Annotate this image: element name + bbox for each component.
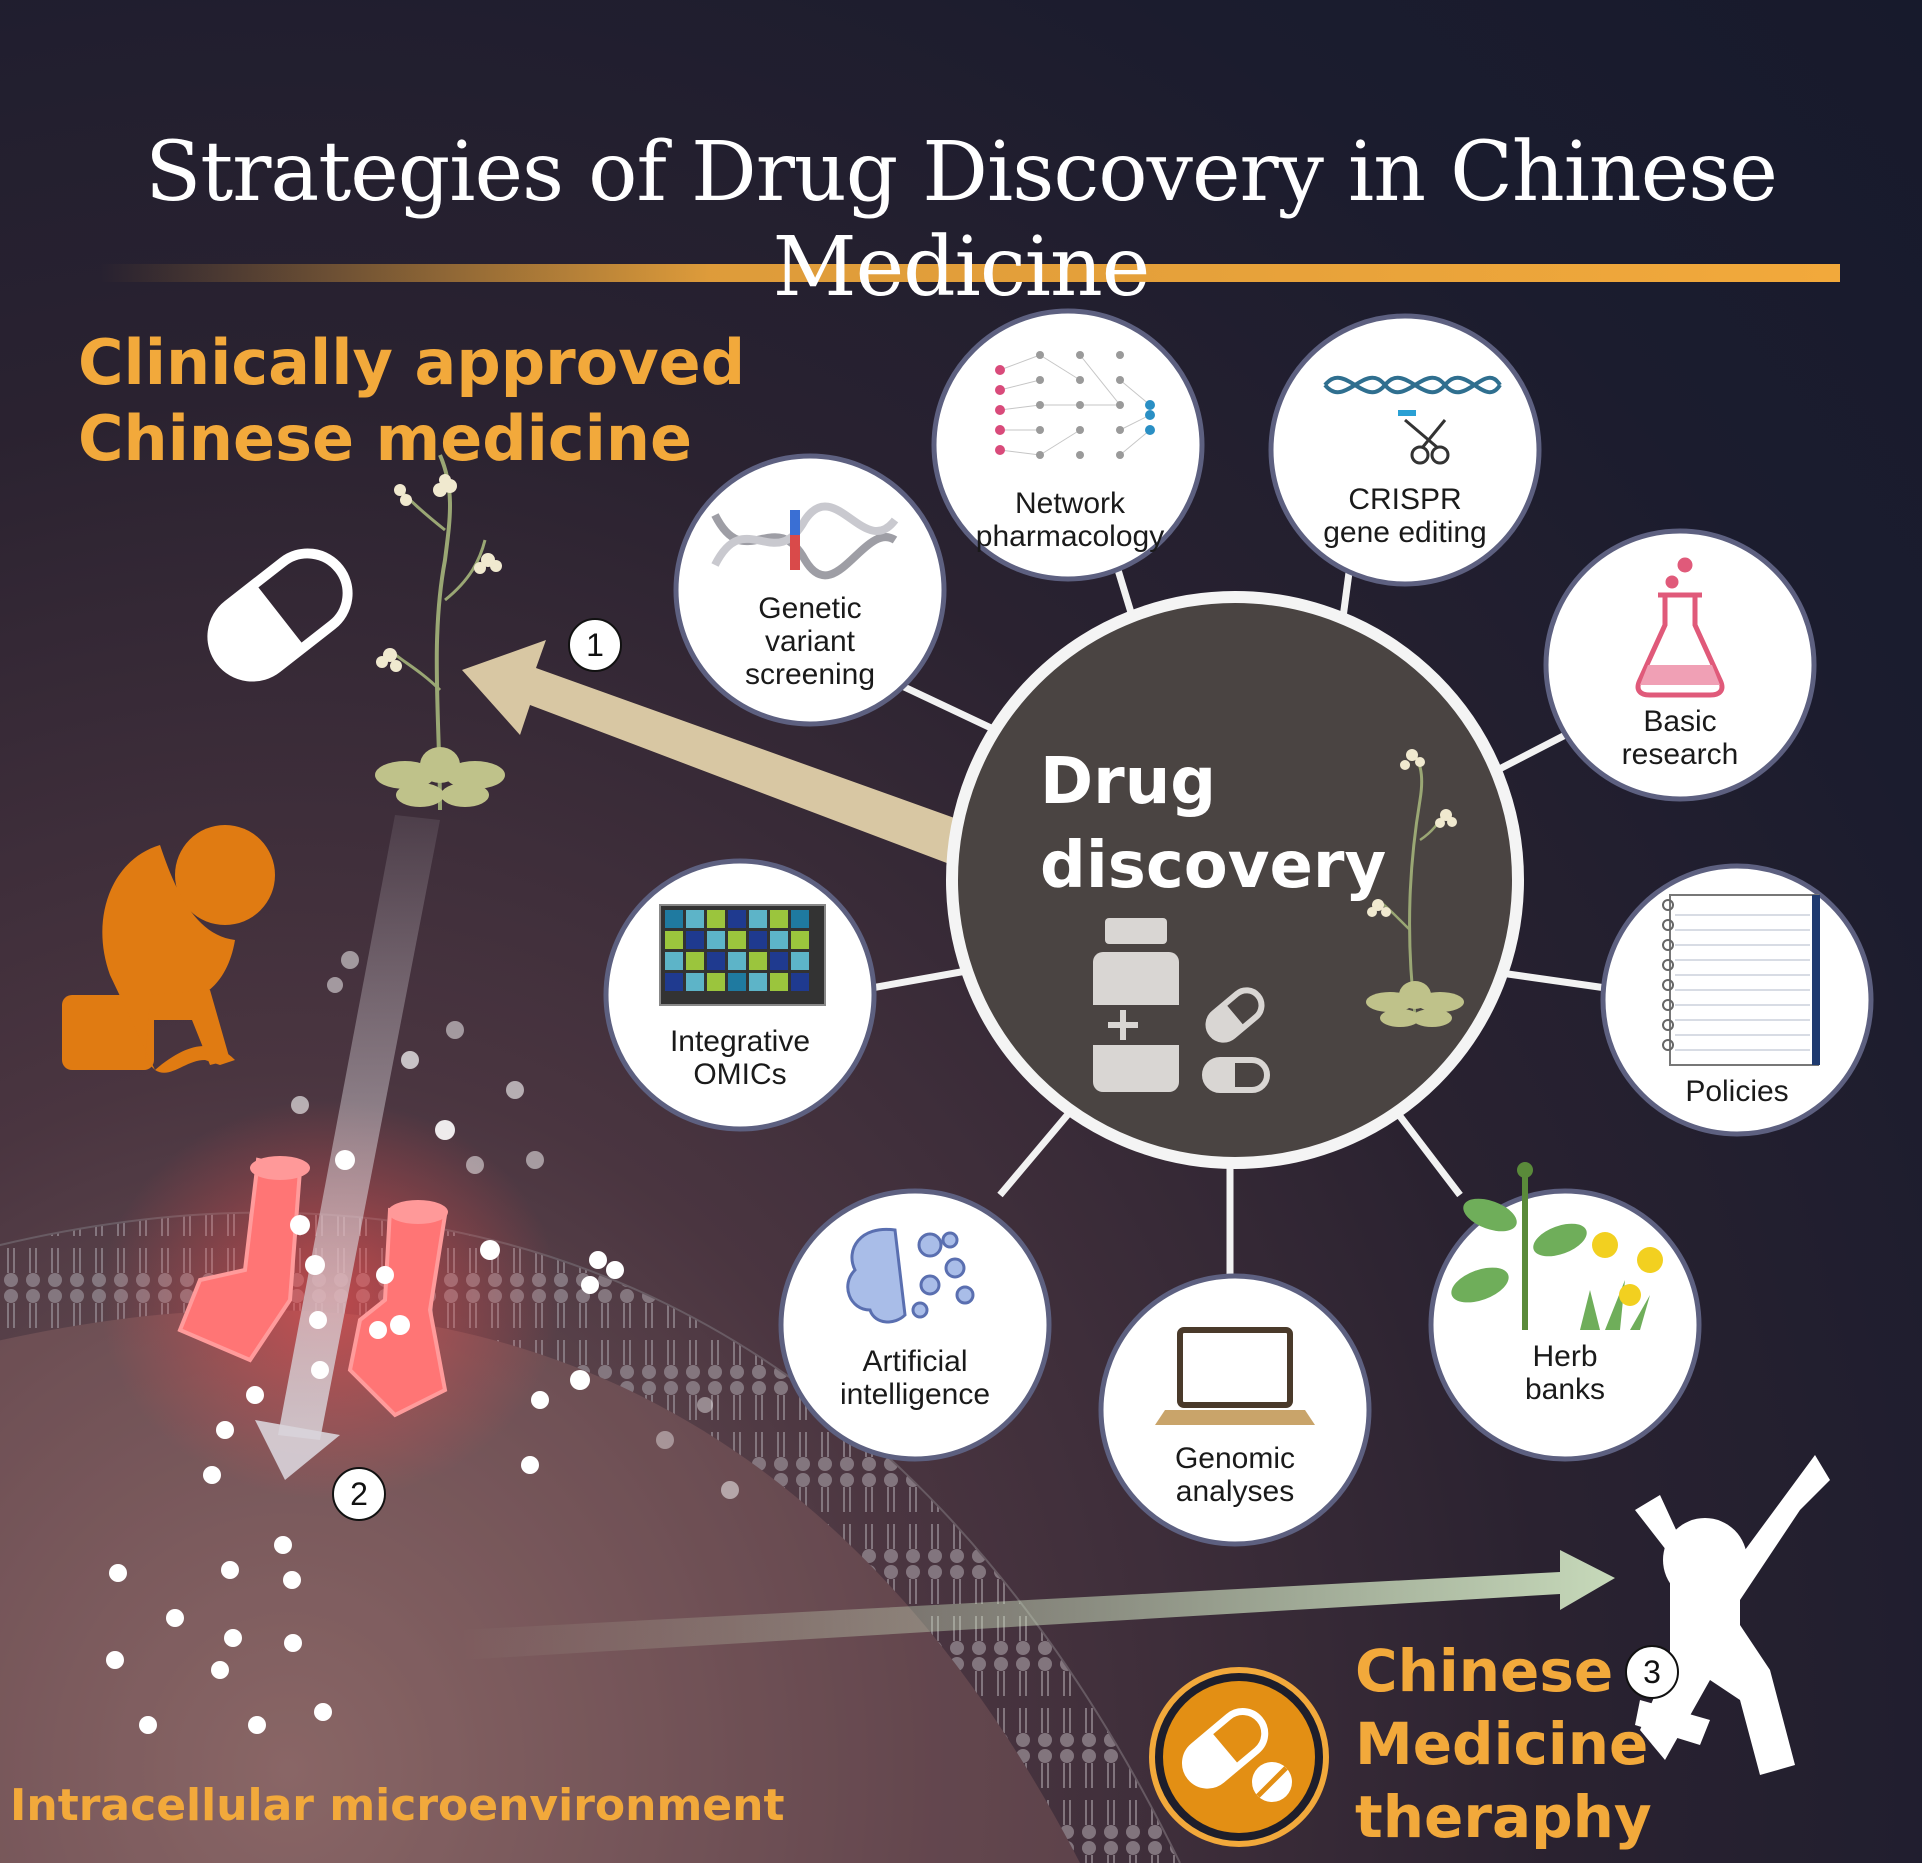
- node-basic-line-1: Basic: [1643, 705, 1717, 738]
- heatmap-icon: [659, 904, 826, 1006]
- flask-icon: [1635, 557, 1725, 698]
- node-genetic-line-2: variant: [764, 625, 856, 658]
- intracellular-label: Intracellular microenvironment: [10, 1780, 785, 1831]
- approved-medicine-heading: Clinically approved Chinese medicine: [78, 325, 745, 477]
- node-herb-line-1: Herb: [1532, 1340, 1598, 1373]
- therapy-line-2: Medicine: [1355, 1710, 1649, 1778]
- therapy-line-1: Chinese: [1355, 1637, 1614, 1705]
- herb-plant-icon: [1451, 1162, 1663, 1330]
- approved-line-2: Chinese medicine: [78, 402, 693, 475]
- node-genetic-line-3: screening: [744, 658, 876, 691]
- pill-badge-icon: [1149, 1667, 1329, 1847]
- node-network-line-2: pharmacology: [975, 520, 1165, 553]
- therapy-heading: Chinese Medicine theraphy: [1355, 1635, 1652, 1854]
- node-ai-line-2: intelligence: [839, 1378, 991, 1411]
- plant-icon: [375, 454, 505, 811]
- molecule-dots: [106, 951, 739, 1734]
- node-label-genetic: Genetic variant screening: [680, 592, 940, 691]
- node-crispr-line-2: gene editing: [1323, 516, 1487, 549]
- approved-line-1: Clinically approved: [78, 326, 746, 399]
- hub-label: Drug discovery: [1040, 740, 1386, 908]
- arrow-to-approved-medicine: [462, 640, 960, 868]
- step-2-marker: 2: [332, 1467, 386, 1521]
- node-label-ai: Artificial intelligence: [785, 1345, 1045, 1411]
- dna-scissors-icon: [1323, 375, 1502, 465]
- hub-line-1: Drug: [1040, 745, 1217, 819]
- sad-person-icon: [62, 825, 275, 1073]
- page-title: Strategies of Drug Discovery in Chinese …: [145, 125, 1778, 315]
- node-herb-line-2: banks: [1524, 1373, 1606, 1406]
- node-label-crispr: CRISPR gene editing: [1275, 483, 1535, 549]
- node-label-policies: Policies: [1607, 1075, 1867, 1108]
- dna-icon: [711, 502, 899, 580]
- node-ai-line-1: Artificial: [862, 1345, 968, 1378]
- node-genomic-line-2: analyses: [1175, 1475, 1295, 1508]
- step-3-marker: 3: [1625, 1645, 1679, 1699]
- node-label-omics: Integrative OMICs: [610, 1025, 870, 1091]
- step-1-marker: 1: [568, 618, 622, 672]
- laptop-icon: [1155, 1327, 1315, 1425]
- neural-network-icon: [995, 351, 1155, 459]
- node-basic-line-2: research: [1621, 738, 1739, 771]
- notebook-icon: [1662, 894, 1820, 1066]
- hub-line-2: discovery: [1040, 829, 1387, 903]
- pill-icon: [207, 548, 353, 682]
- node-label-basic: Basic research: [1550, 705, 1810, 771]
- node-genomic-line-1: Genomic: [1174, 1442, 1296, 1475]
- node-policies-line-1: Policies: [1685, 1075, 1789, 1108]
- plant-icon: [1366, 749, 1464, 1027]
- arrow-to-therapy: [460, 1550, 1615, 1660]
- medicine-bottle-icon: [1093, 918, 1270, 1093]
- happy-person-icon: [1635, 1455, 1830, 1775]
- therapy-line-3: theraphy: [1355, 1783, 1652, 1851]
- node-network-line-1: Network: [1014, 487, 1126, 520]
- title-divider: [100, 264, 1840, 282]
- node-label-herb: Herb banks: [1435, 1340, 1695, 1406]
- node-label-genomic: Genomic analyses: [1105, 1442, 1365, 1508]
- node-omics-line-1: Integrative: [669, 1025, 811, 1058]
- node-crispr-line-1: CRISPR: [1348, 483, 1462, 516]
- node-omics-line-2: OMICs: [693, 1058, 787, 1091]
- arrow-to-cell: [255, 815, 440, 1480]
- node-label-network: Network pharmacology: [940, 487, 1200, 553]
- node-genetic-line-1: Genetic: [758, 592, 862, 625]
- brain-gears-icon: [846, 1227, 975, 1324]
